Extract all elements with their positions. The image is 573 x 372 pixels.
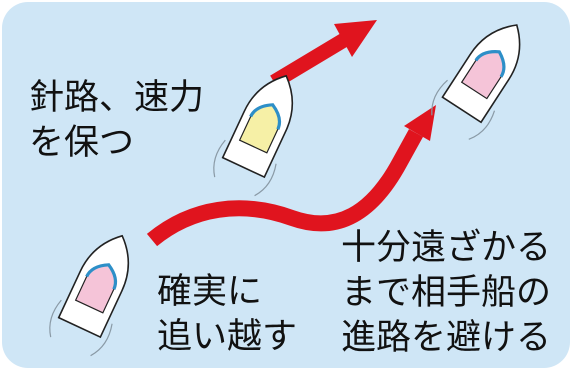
overtake-label-line1: 確実に (157, 272, 263, 312)
overtake-label: 確実に 追い越す (157, 270, 297, 360)
avoid-label: 十分遠ざかる まで相手船の 進路を避ける (341, 226, 551, 361)
overtake-label-line2: 追い越す (157, 317, 298, 357)
avoid-label-line1: 十分遠ざかる (341, 228, 552, 268)
keep-course-label: 針路、速力 を保つ (29, 76, 204, 166)
diagram-artwork (49, 20, 521, 357)
keep-course-label-line2: を保つ (29, 123, 135, 163)
own-ship-boat (213, 74, 294, 197)
keep-course-label-line1: 針路、速力 (29, 78, 205, 118)
overtaking-route-arrow (146, 105, 436, 247)
straight-course-arrow (270, 20, 377, 89)
avoid-label-line2: まで相手船の (341, 273, 552, 313)
other-ship-boat-ahead (431, 24, 521, 140)
avoid-label-line3: 進路を避ける (341, 318, 552, 358)
other-ship-boat-behind (49, 234, 130, 357)
diagram-panel: 針路、速力 を保つ 確実に 追い越す 十分遠ざかる まで相手船の 進路を避ける (2, 2, 570, 368)
